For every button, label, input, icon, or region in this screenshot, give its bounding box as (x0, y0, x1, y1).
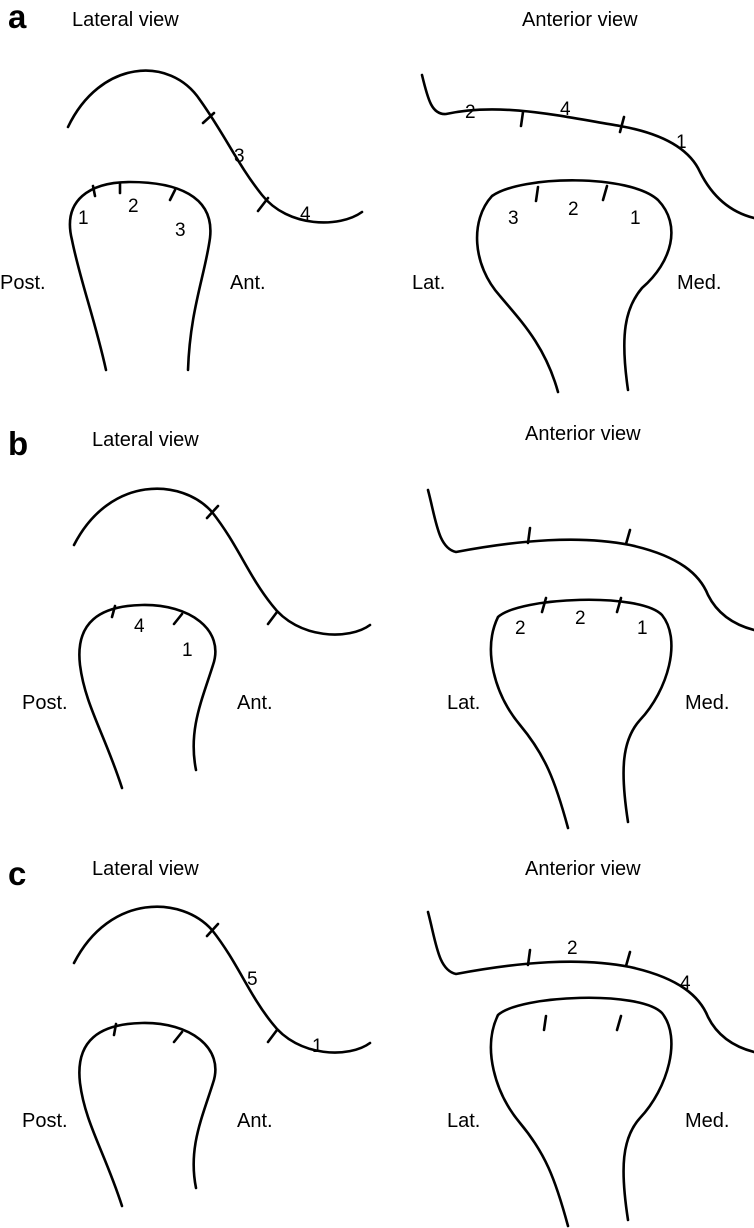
anterior-view-title: Anterior view (525, 423, 641, 445)
panel-letter-c: c (8, 855, 26, 892)
anterior-view-title: Anterior view (522, 9, 638, 31)
fossa-tick (620, 117, 624, 132)
lateral-view-title: Lateral view (72, 9, 179, 31)
posterior-label: Post. (22, 1110, 68, 1132)
condyle-region-number: 3 (508, 208, 519, 229)
lateral-label: Lat. (412, 272, 445, 294)
panel-letter-b: b (8, 425, 28, 462)
medial-label: Med. (685, 692, 729, 714)
panel-b-lateral-view: Lateral view 4 1 Post. Ant. (22, 429, 370, 788)
condyle-outline (79, 605, 215, 788)
panel-a: a Lateral view 3 4 1 2 3 Post. Ant. Ante… (0, 0, 754, 392)
panel-c-lateral-view: Lateral view 5 1 Post. Ant. (22, 858, 370, 1206)
fossa-region-number: 1 (676, 132, 687, 153)
medial-label: Med. (677, 272, 721, 294)
lateral-view-title: Lateral view (92, 429, 199, 451)
fossa-tick (268, 612, 277, 624)
fossa-region-number: 2 (567, 938, 578, 959)
condyle-region-number: 2 (568, 199, 579, 220)
panel-a-anterior-view: Anterior view 2 4 1 3 2 1 Lat. Med. (412, 9, 754, 392)
condyle-tick (542, 598, 546, 612)
condyle-tick (112, 606, 115, 617)
condyle-outline (491, 998, 671, 1226)
condyle-region-number: 1 (182, 640, 193, 661)
articular-fossa-outline (428, 490, 754, 630)
fossa-region-number: 3 (234, 146, 245, 167)
panel-c: c Lateral view 5 1 Post. Ant. Anterior v… (8, 855, 754, 1226)
fossa-region-number: 4 (560, 99, 571, 120)
condyle-region-number: 4 (134, 616, 145, 637)
condyle-region-number: 3 (175, 220, 186, 241)
lateral-view-title: Lateral view (92, 858, 199, 880)
condyle-region-number: 2 (515, 618, 526, 639)
articular-fossa-outline (74, 489, 370, 635)
anterior-label: Ant. (237, 1110, 273, 1132)
condyle-tick (174, 1032, 182, 1042)
anterior-label: Ant. (237, 692, 273, 714)
condyle-tick (544, 1016, 546, 1030)
condyle-tick (174, 614, 182, 624)
panel-b: b Lateral view 4 1 Post. Ant. Anterior v… (8, 423, 754, 828)
fossa-tick (521, 112, 523, 126)
condyle-region-number: 2 (128, 196, 139, 217)
condyle-region-number: 2 (575, 608, 586, 629)
panel-a-lateral-view: Lateral view 3 4 1 2 3 Post. Ant. (0, 9, 362, 370)
fossa-region-number: 1 (312, 1036, 323, 1057)
medial-label: Med. (685, 1110, 729, 1132)
fossa-region-number: 5 (247, 969, 258, 990)
anterior-view-title: Anterior view (525, 858, 641, 880)
condyle-tick (170, 190, 175, 200)
fossa-tick (626, 952, 630, 966)
lateral-label: Lat. (447, 1110, 480, 1132)
panel-b-anterior-view: Anterior view 2 2 1 Lat. Med. (428, 423, 754, 828)
condyle-tick (536, 187, 538, 201)
fossa-region-number: 4 (680, 973, 691, 994)
fossa-region-number: 4 (300, 204, 311, 225)
articular-fossa-outline (422, 75, 754, 218)
condyle-region-number: 1 (78, 208, 89, 229)
posterior-label: Post. (0, 272, 46, 294)
lateral-label: Lat. (447, 692, 480, 714)
condyle-outline (70, 182, 210, 370)
condyle-tick (617, 1016, 621, 1030)
articular-fossa-outline (428, 912, 754, 1052)
posterior-label: Post. (22, 692, 68, 714)
condyle-tick (603, 186, 607, 200)
panel-c-anterior-view: Anterior view 2 4 Lat. Med. (428, 858, 754, 1226)
condyle-outline (79, 1023, 215, 1206)
anterior-label: Ant. (230, 272, 266, 294)
articular-fossa-outline (74, 907, 370, 1053)
fossa-tick (268, 1030, 277, 1042)
fossa-region-number: 2 (465, 102, 476, 123)
condyle-region-number: 1 (630, 208, 641, 229)
fossa-tick (626, 530, 630, 544)
condyle-region-number: 1 (637, 618, 648, 639)
fossa-tick (258, 198, 268, 211)
articular-fossa-outline (68, 71, 362, 223)
panel-letter-a: a (8, 0, 27, 35)
